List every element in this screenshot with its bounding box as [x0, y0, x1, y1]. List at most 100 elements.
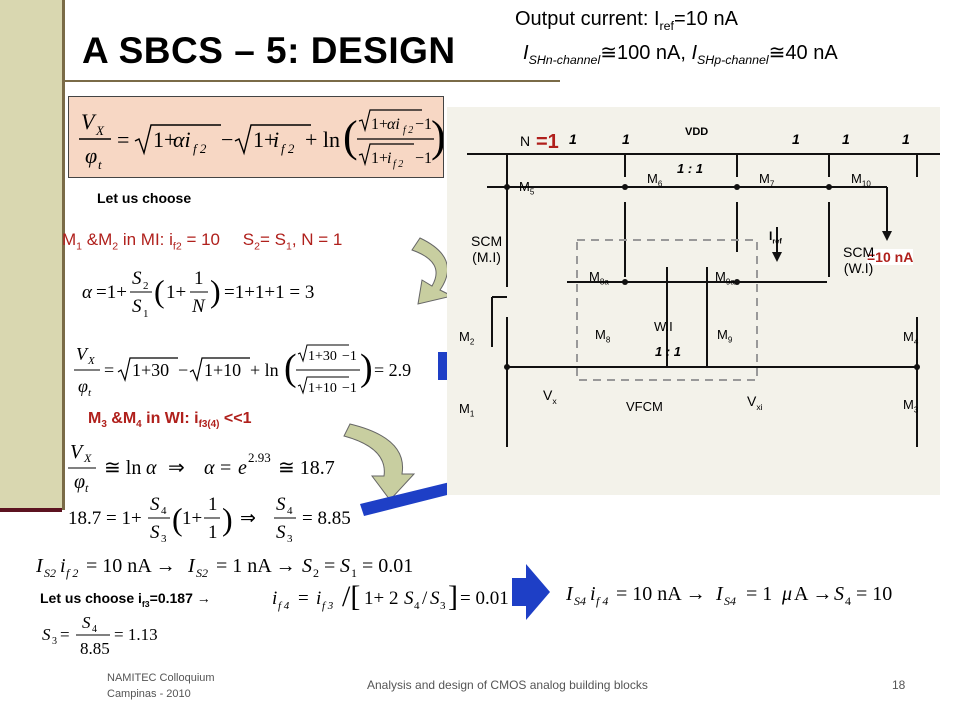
svg-text:αi: αi	[173, 127, 191, 152]
ish-values: ISHn-channel≅100 nA, ISHp-channel≅40 nA	[523, 42, 838, 67]
svg-text:≅ ln: ≅ ln	[104, 457, 141, 479]
ones-labels: 1 1 1 1 1	[447, 131, 940, 151]
svg-text:−: −	[221, 127, 233, 152]
svg-text:X: X	[95, 123, 105, 138]
svg-text:t: t	[88, 387, 92, 399]
svg-text:S: S	[834, 583, 844, 605]
svg-text:f 4: f 4	[596, 594, 608, 608]
m1-m2-condition: M1 &M2 in MI: if2 = 10 S2= S1, N = 1	[62, 230, 343, 253]
iref-value-label: =10 nA	[867, 249, 914, 265]
svg-text:S: S	[430, 588, 440, 609]
svg-text:⇒: ⇒	[240, 508, 256, 529]
svg-text:4: 4	[92, 624, 97, 635]
svg-text:S: S	[150, 522, 160, 543]
svg-text:⇒: ⇒	[168, 457, 185, 479]
svg-text:=: =	[324, 555, 335, 577]
svg-text:X: X	[87, 355, 96, 367]
svg-text:3: 3	[440, 600, 446, 612]
svg-text:1+30: 1+30	[132, 360, 169, 380]
svg-text:= 2.93: = 2.93	[374, 360, 412, 380]
left-decor-bar	[0, 0, 62, 510]
one-label: 1	[842, 131, 850, 147]
svg-text:2: 2	[313, 566, 319, 580]
vdd-label: VDD	[685, 126, 709, 138]
svg-text:): )	[360, 347, 373, 389]
svg-text:1: 1	[143, 308, 149, 320]
svg-text:I: I	[715, 583, 724, 605]
svg-text:1+: 1+	[371, 116, 388, 133]
svg-text:]: ]	[448, 580, 458, 613]
arrow-right-2	[512, 564, 550, 620]
ratio-top-label: 1 : 1	[677, 161, 704, 176]
svg-text:φ: φ	[78, 376, 88, 396]
svg-text:A →: A →	[794, 583, 832, 605]
svg-text:S: S	[132, 268, 142, 289]
svg-text:4: 4	[287, 505, 293, 517]
scm-wi-label: SCM(W.I)	[843, 244, 875, 276]
svg-text:α: α	[82, 282, 93, 303]
svg-text:S: S	[302, 555, 312, 577]
svg-text:1: 1	[194, 268, 204, 289]
svg-text:S2: S2	[196, 566, 208, 580]
svg-text:μ: μ	[781, 583, 792, 605]
svg-text:3: 3	[287, 533, 293, 544]
m3-m4-condition: M3 &M4 in WI: if3(4) <<1	[88, 410, 252, 431]
svg-text:): )	[210, 273, 221, 309]
svg-text:t: t	[98, 157, 102, 172]
svg-text:i: i	[273, 127, 279, 152]
svg-text:f 2: f 2	[66, 566, 78, 580]
wi-label: W.I	[654, 319, 673, 334]
svg-text:(: (	[343, 112, 358, 161]
one-label: 1	[792, 131, 800, 147]
svg-text:1+: 1+	[253, 127, 276, 152]
svg-text:3: 3	[52, 636, 57, 647]
vx-label: Vx	[543, 387, 557, 406]
svg-text:2: 2	[143, 280, 149, 292]
svg-text:S: S	[404, 588, 414, 609]
svg-text:1: 1	[351, 566, 357, 580]
svg-text:=: =	[220, 457, 231, 479]
svg-text:=1+1+1 = 3: =1+1+1 = 3	[224, 282, 314, 303]
svg-text:(: (	[284, 347, 297, 389]
svg-text:2.93: 2.93	[248, 450, 271, 465]
svg-text:f 4: f 4	[278, 600, 290, 612]
decor-accent-line	[0, 508, 62, 512]
n-equals-label: =1	[536, 131, 559, 153]
svg-text:φ: φ	[74, 471, 85, 493]
svg-text:S: S	[276, 494, 286, 515]
svg-text:1+ 2: 1+ 2	[364, 588, 398, 609]
svg-text:S2: S2	[44, 566, 56, 580]
svg-text:3: 3	[161, 533, 167, 544]
svg-text:1+: 1+	[166, 282, 186, 303]
let-us-choose-label: Let us choose	[97, 190, 192, 206]
svg-text:S: S	[82, 613, 91, 632]
svg-text:I: I	[187, 555, 196, 577]
svg-text:=: =	[104, 360, 114, 380]
svg-text:=1+: =1+	[96, 282, 127, 303]
svg-text:S4: S4	[574, 594, 586, 608]
svg-text:−1: −1	[415, 116, 432, 133]
one-label: 1	[622, 131, 630, 147]
svg-text:4: 4	[845, 594, 851, 608]
transistor-m10: M10	[851, 171, 871, 189]
svg-text:S: S	[132, 296, 142, 317]
svg-text:V: V	[70, 441, 85, 463]
svg-text:= 0.01: = 0.01	[460, 588, 509, 609]
svg-text:+ ln: + ln	[250, 360, 279, 380]
svg-text:=: =	[117, 127, 129, 152]
svg-text:V: V	[76, 344, 89, 364]
transistor-m8a: M8a	[589, 269, 609, 287]
scm-mi-label: SCM(M.I)	[471, 233, 503, 265]
left-decor-line	[62, 0, 65, 510]
svg-text:f 2: f 2	[193, 141, 207, 156]
svg-text:≅ 18.7: ≅ 18.7	[278, 457, 335, 479]
svg-text:18.7 = 1+: 18.7 = 1+	[68, 508, 142, 529]
svg-text:= 10 nA →: = 10 nA →	[616, 583, 706, 605]
svg-text:1+30: 1+30	[308, 349, 337, 364]
